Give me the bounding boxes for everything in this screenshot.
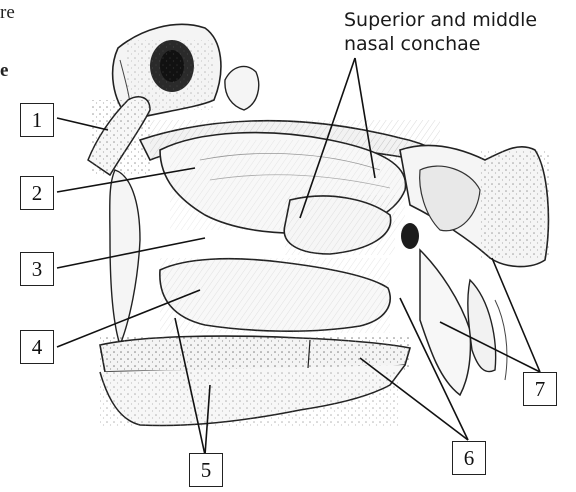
inferior-concha — [160, 258, 390, 333]
nasal-bone — [88, 97, 150, 175]
pterygoid-plates — [420, 250, 507, 395]
middle-concha — [284, 195, 395, 255]
label-box-2: 2 — [20, 176, 54, 210]
label-box-1: 1 — [20, 103, 54, 137]
label-box-3: 3 — [20, 252, 54, 286]
label-box-5: 5 — [189, 453, 223, 487]
sphenoid-bone — [400, 145, 550, 266]
label-box-6: 6 — [452, 441, 486, 475]
label-box-4: 4 — [20, 330, 54, 364]
ethmoid-fragment — [225, 66, 259, 110]
hard-palate — [100, 336, 410, 427]
label-box-7: 7 — [523, 372, 557, 406]
frontal-process — [110, 170, 140, 345]
